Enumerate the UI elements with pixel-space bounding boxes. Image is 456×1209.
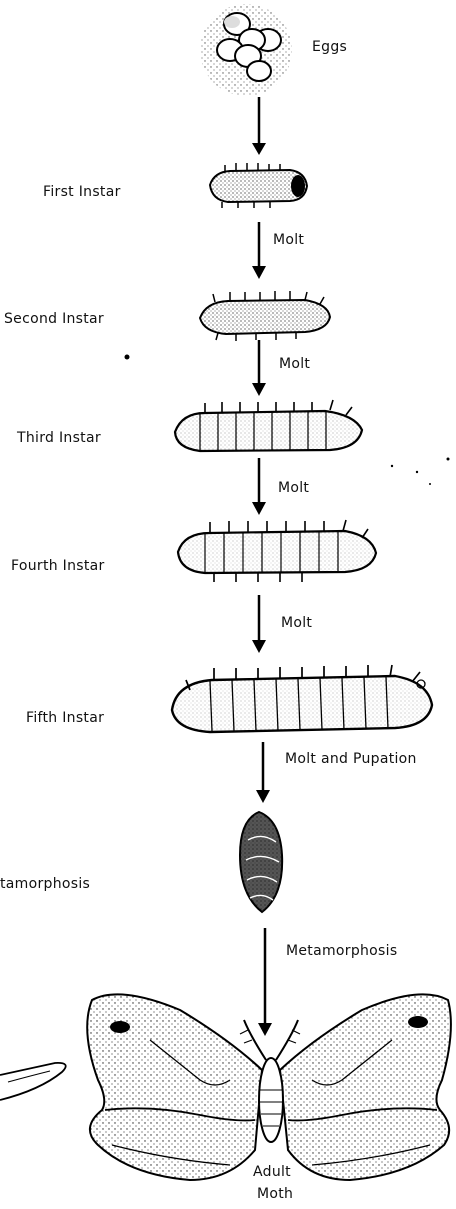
first-instar-larva [210, 163, 307, 208]
arrow-pupation [256, 742, 270, 803]
pupa-illustration [240, 812, 282, 912]
eggs-illustration [200, 4, 292, 96]
adult-moth-illustration [87, 994, 451, 1180]
first-instar-label: First Instar [43, 184, 121, 200]
moth-label: Moth [257, 1186, 293, 1202]
arrow-metamorphosis [258, 928, 272, 1036]
arrow-molt-3 [252, 458, 266, 515]
arrow-molt-4 [252, 595, 266, 653]
molt-pupation-label: Molt and Pupation [285, 751, 417, 767]
third-instar-larva [175, 400, 362, 451]
fourth-instar-label: Fourth Instar [11, 558, 105, 574]
fourth-instar-larva [178, 520, 376, 582]
fifth-instar-larva [172, 665, 432, 732]
molt-label-2: Molt [279, 356, 310, 372]
pupa-stage-label: tamorphosis [0, 876, 90, 892]
partial-left-illustration [0, 1063, 66, 1100]
metamorphosis-label: Metamorphosis [286, 943, 397, 959]
fifth-instar-label: Fifth Instar [26, 710, 104, 726]
arrow-molt-1 [252, 222, 266, 279]
molt-label-1: Molt [273, 232, 304, 248]
second-instar-label: Second Instar [4, 311, 104, 327]
eggs-label: Eggs [312, 39, 347, 55]
third-instar-label: Third Instar [17, 430, 101, 446]
molt-label-3: Molt [278, 480, 309, 496]
arrow-eggs-to-first [252, 97, 266, 155]
arrow-molt-2 [252, 340, 266, 396]
second-instar-larva [200, 291, 330, 341]
adult-label: Adult [253, 1164, 291, 1180]
molt-label-4: Molt [281, 615, 312, 631]
